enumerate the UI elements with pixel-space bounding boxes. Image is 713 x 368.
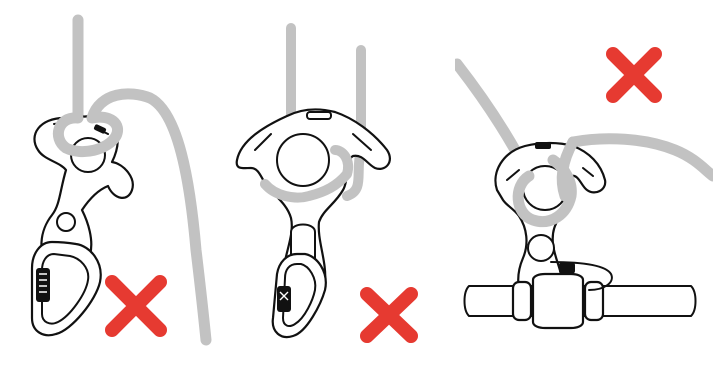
x-mark-icon: [606, 47, 662, 103]
x-mark-icon: [105, 275, 167, 337]
panel-2-incorrect-rig: [225, 0, 455, 368]
rope-loop: [52, 111, 123, 157]
panel-1-illustration: [30, 14, 212, 346]
panel-3-incorrect-rig: [455, 0, 713, 368]
harness-belay-loop: [463, 261, 697, 330]
figure-eight-descender: [235, 108, 391, 308]
x-mark-icon: [360, 287, 418, 343]
panel-2-illustration: [235, 23, 418, 343]
carabiner: [271, 252, 327, 339]
panel-3-illustration: [455, 47, 713, 330]
panel-1-incorrect-rig: [0, 0, 230, 368]
carabiner: [30, 240, 102, 337]
rope-loop: [260, 145, 353, 203]
rope-strand: [72, 14, 212, 346]
rope-loop: [512, 136, 579, 227]
